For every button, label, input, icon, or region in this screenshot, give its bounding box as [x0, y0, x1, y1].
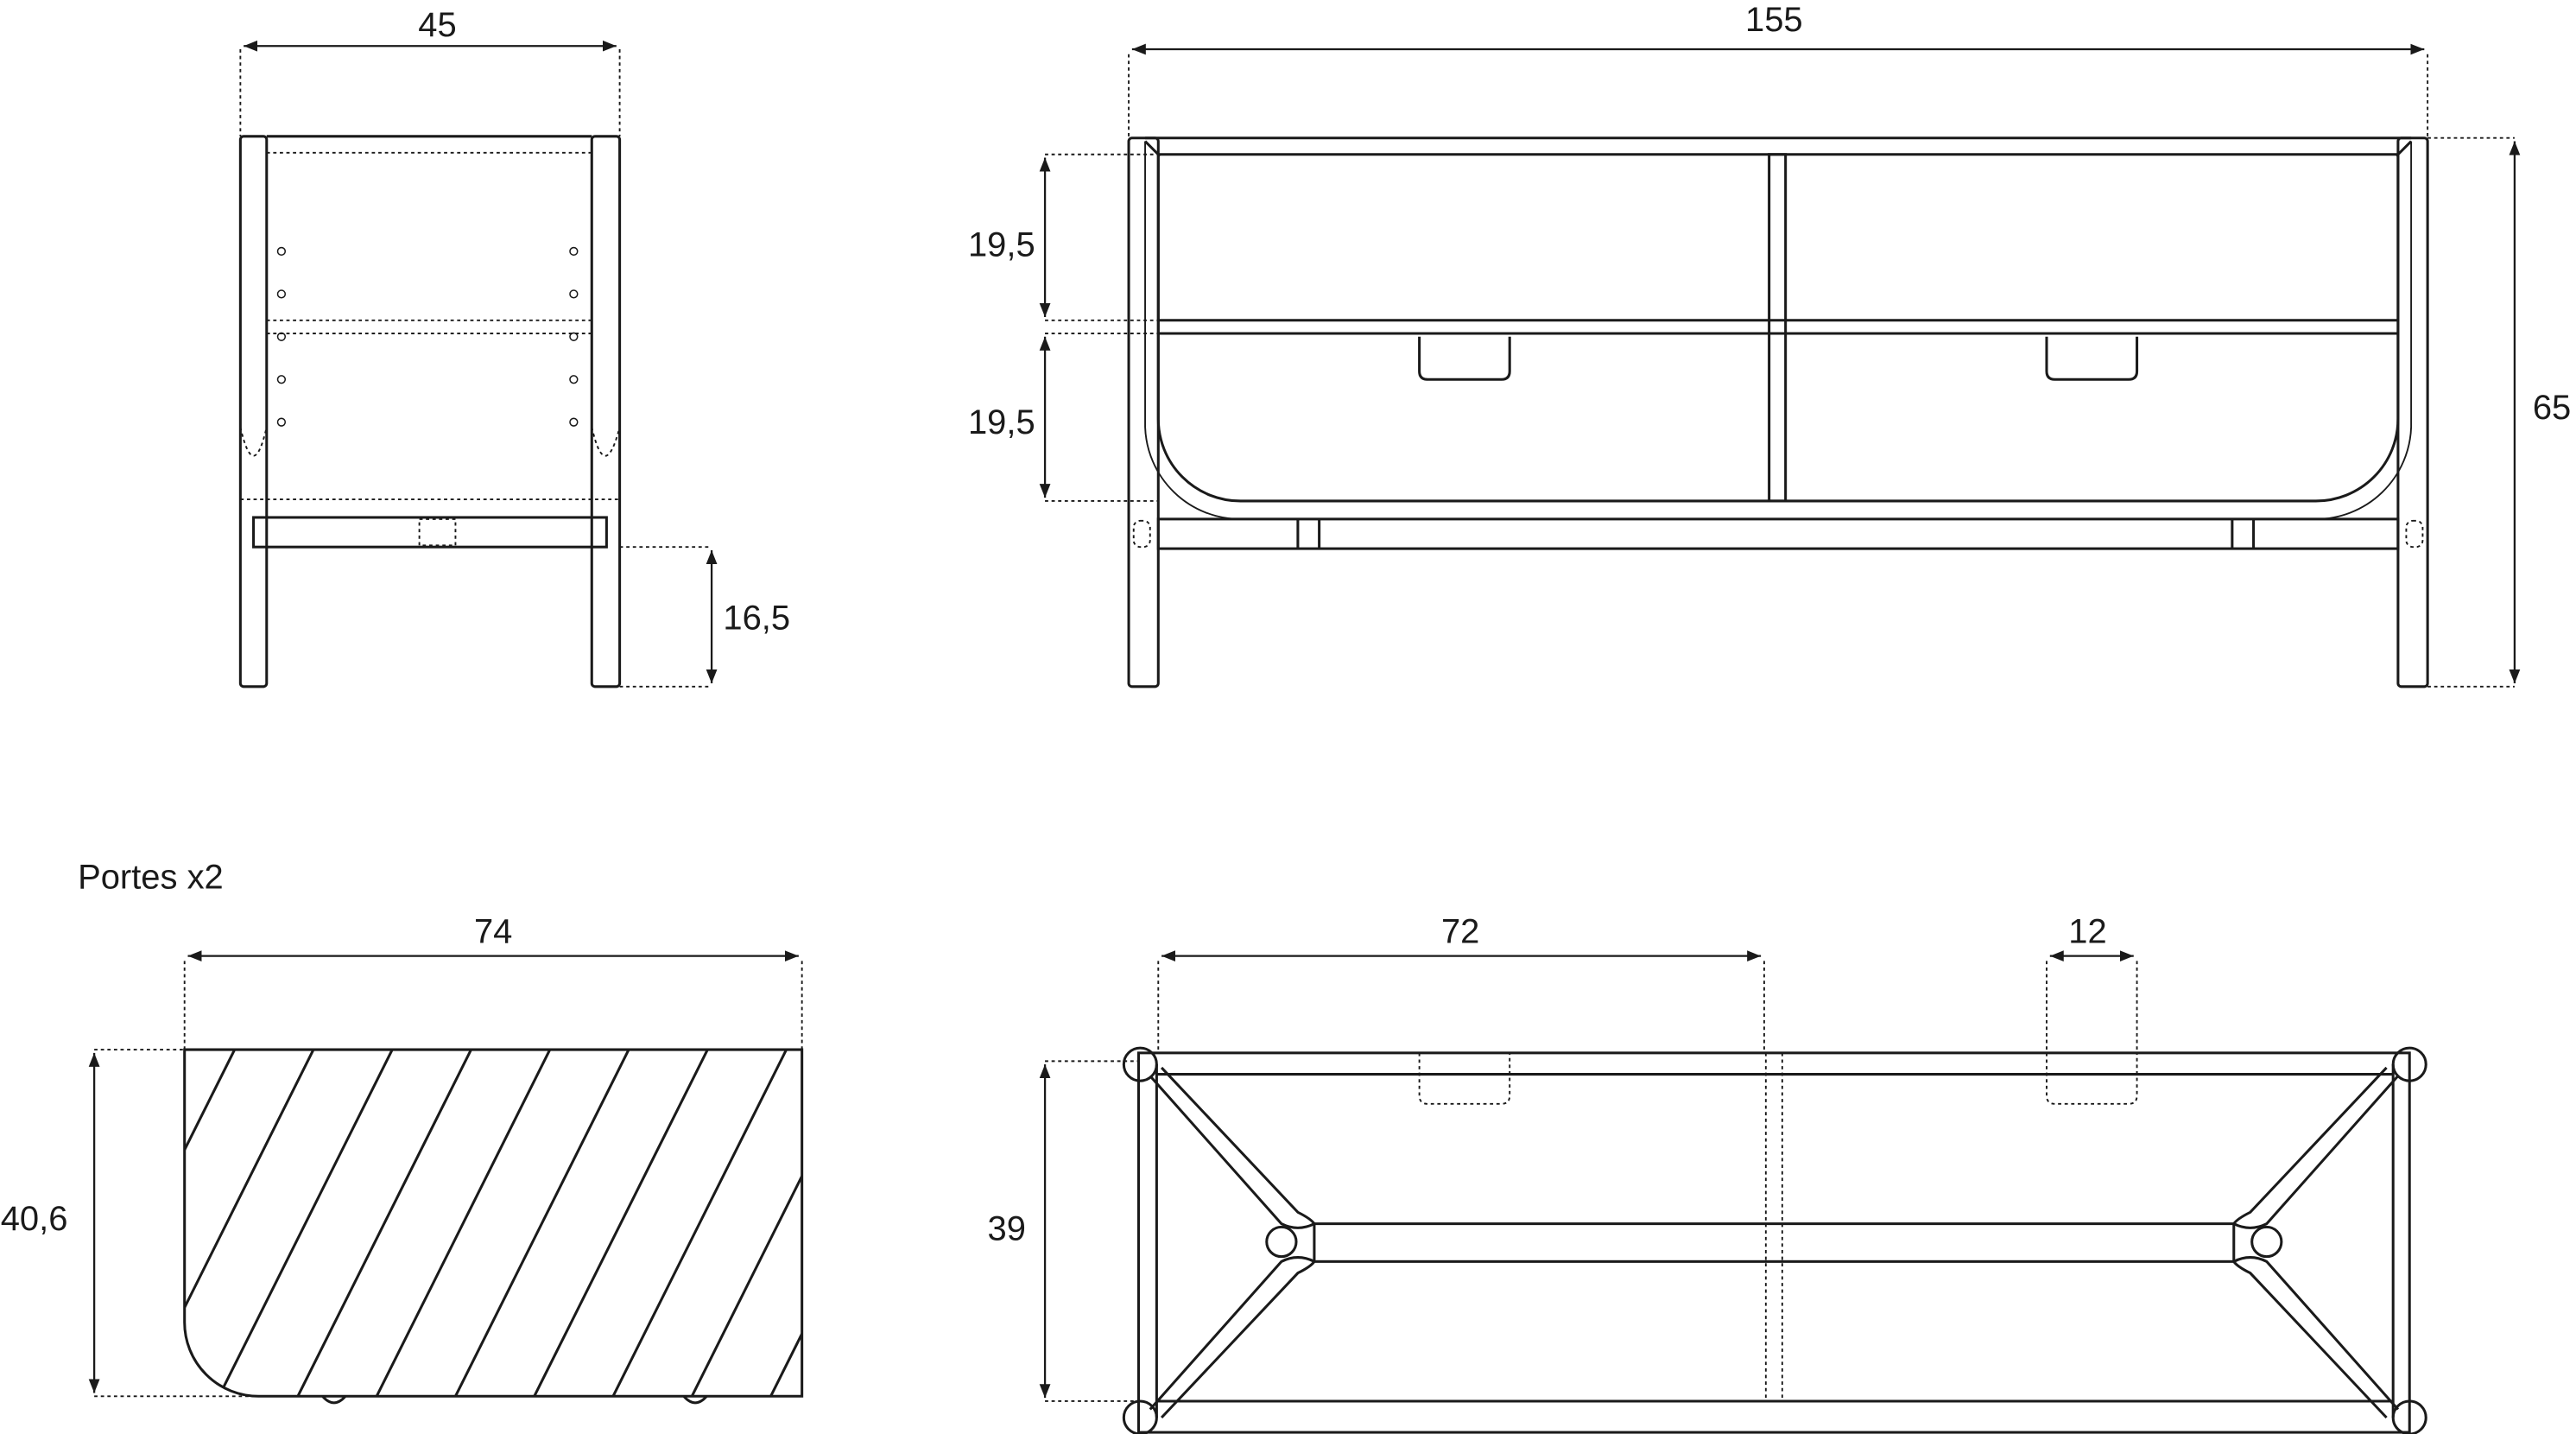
door-panel	[183, 1048, 804, 1398]
front-handle-right	[2045, 336, 2139, 381]
door-view: Portes x2 74 40,6	[1, 859, 804, 1405]
front-view: 155 19,5 19,5 65	[968, 1, 2571, 688]
top-view: 72 12 39	[988, 912, 2427, 1434]
lower-compartment-height-label: 19,5	[968, 403, 1035, 441]
side-width-label: 45	[418, 6, 456, 44]
front-width-label: 155	[1745, 1, 1803, 39]
upper-compartment-height-label: 19,5	[968, 226, 1035, 264]
front-handle-left	[1418, 336, 1511, 381]
leg-height-label: 16,5	[723, 599, 790, 637]
door-height-label: 40,6	[1, 1200, 68, 1238]
side-view: 45 16,5	[238, 6, 790, 688]
depth-label: 39	[988, 1210, 1026, 1248]
handle-width-label: 12	[2068, 912, 2106, 950]
top-half-width-label: 72	[1441, 912, 1479, 950]
doors-title: Portes x2	[78, 859, 224, 897]
total-height-label: 65	[2533, 389, 2571, 427]
door-width-label: 74	[474, 912, 512, 950]
